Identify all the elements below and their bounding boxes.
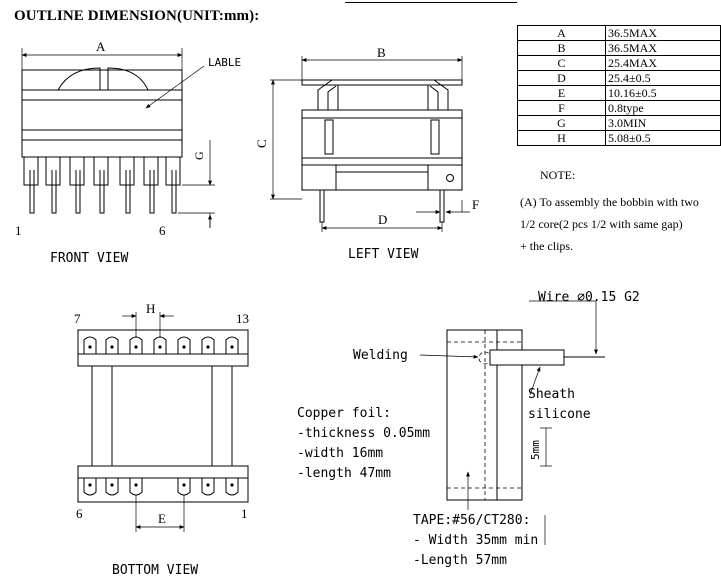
pin-label-6: 6 <box>159 223 166 238</box>
winding-detail: Wire ∅0.15 G2 Welding Sheath silicone 5m… <box>297 290 640 568</box>
bottom-view: H E 7 13 6 1 BOTTOM VIEW <box>74 301 249 578</box>
clip-left <box>57 67 101 91</box>
pin-label-1-bottom: 1 <box>241 506 248 521</box>
dim-value: 25.4MAX <box>605 55 721 71</box>
dim-d-label: D <box>378 212 387 227</box>
dim-key: H <box>517 130 606 146</box>
note-line: (A) To assembly the bobbin with two <box>520 195 699 209</box>
dim-f-label: F <box>472 197 479 212</box>
dim-g-label: G <box>192 151 206 160</box>
welding-label: Welding <box>353 348 408 363</box>
dim-value: 10.16±0.5 <box>605 85 721 101</box>
bottom-view-caption: BOTTOM VIEW <box>112 563 198 578</box>
wire-label: Wire ∅0.15 G2 <box>538 290 640 305</box>
tape-title: TAPE:#56/CT280: <box>413 513 530 528</box>
copper-foil-title: Copper foil: <box>297 406 391 421</box>
bottom-pins <box>83 478 239 496</box>
page-title: OUTLINE DIMENSION(UNIT:mm): <box>14 8 260 24</box>
copper-foil-strip <box>446 329 523 501</box>
note-text: (A) To assembly the bobbin with two 1/2 … <box>520 191 721 257</box>
header-rule <box>345 2 517 3</box>
pin-label-7: 7 <box>74 311 81 326</box>
dim-e-label: E <box>158 511 166 526</box>
dim-c-label: C <box>254 139 269 148</box>
copper-foil-length: -length 47mm <box>297 466 391 481</box>
silicone-label: silicone <box>528 407 591 422</box>
note-heading: NOTE: <box>540 168 576 182</box>
copper-foil-thickness: -thickness 0.05mm <box>297 426 430 441</box>
bottom-pin-rail <box>77 465 249 503</box>
tape-width: - Width 35mm min <box>413 533 538 548</box>
dim-a-label: A <box>96 39 106 54</box>
pin-label-6-bottom: 6 <box>76 506 83 521</box>
silicone-sheath <box>489 349 565 366</box>
top-flange <box>21 69 183 91</box>
core-body <box>21 89 183 141</box>
copper-foil-width: -width 16mm <box>297 446 383 461</box>
pin-label-13: 13 <box>236 311 249 326</box>
clip-right <box>107 67 149 91</box>
top-pins <box>83 336 239 354</box>
front-pins <box>29 170 177 214</box>
bobbin-body <box>301 109 463 166</box>
left-view-caption: LEFT VIEW <box>348 247 419 262</box>
dim-value: 36.5MAX <box>605 40 721 56</box>
note-line: + the clips. <box>520 239 574 253</box>
pin-label-1: 1 <box>15 223 22 238</box>
top-pin-rail <box>77 329 249 367</box>
bottom-flange <box>21 139 183 158</box>
left-view: B C D F L <box>254 45 479 262</box>
dim-5mm-label: 5mm <box>529 440 542 460</box>
tape-length: -Length 57mm <box>413 553 507 568</box>
dim-b-label: B <box>377 45 386 60</box>
note-line: 1/2 core(2 pcs 1/2 with same gap) <box>520 217 683 231</box>
sheath-label: Sheath <box>528 387 575 402</box>
label-callout: LABLE <box>208 56 241 69</box>
front-view-caption: FRONT VIEW <box>50 251 128 266</box>
dim-h-label: H <box>146 301 155 316</box>
front-view: A LABLE <box>15 39 241 266</box>
dim-value: 5.08±0.5 <box>605 130 721 146</box>
